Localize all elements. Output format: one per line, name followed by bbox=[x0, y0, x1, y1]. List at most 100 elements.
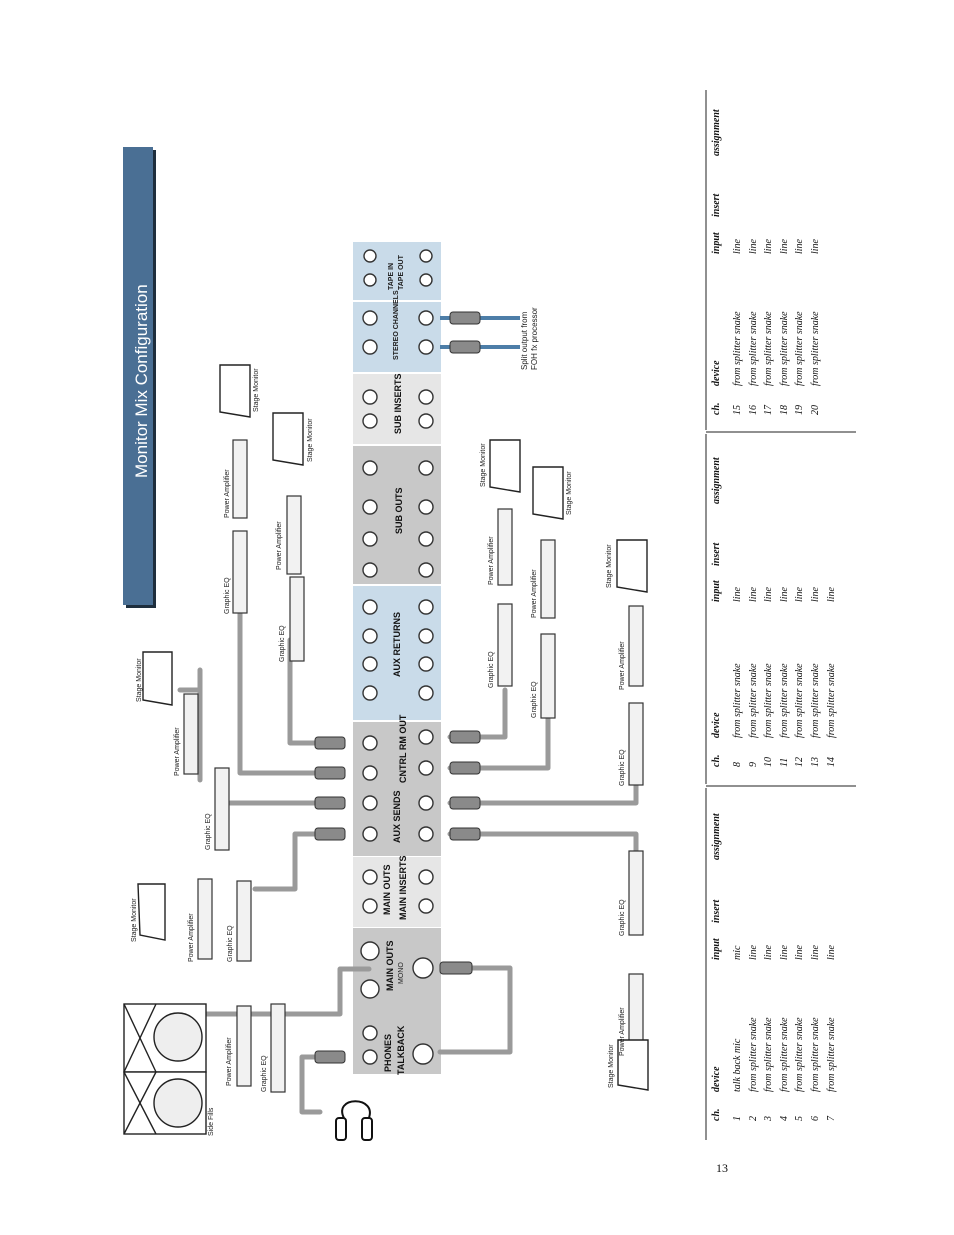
table-cell-device: from splitter snake bbox=[794, 663, 806, 738]
rack-gear bbox=[183, 439, 644, 1093]
jacks bbox=[360, 249, 434, 1065]
table-cell-ch: 8 bbox=[732, 762, 743, 767]
table-cell-ch: 18 bbox=[778, 405, 790, 415]
table-cell-device: from splitter snake bbox=[778, 663, 790, 738]
stage-monitor-label: Stage Monitor bbox=[307, 418, 314, 462]
table-header-device: device bbox=[711, 360, 722, 386]
headphones bbox=[335, 1100, 373, 1141]
stage-monitor-label: Stage Monitor bbox=[136, 658, 143, 702]
table-cell-device: from splitter snake bbox=[747, 663, 759, 738]
graphic-eq-label: Graphic EQ bbox=[261, 1055, 268, 1092]
mono-label: MONO bbox=[398, 962, 405, 984]
power-amp-label: Power Amplifier bbox=[174, 727, 181, 776]
sub-inserts-panel bbox=[353, 374, 441, 444]
power-amp-label: Power Amplifier bbox=[531, 569, 538, 618]
sub-outs-label: SUB OUTS bbox=[394, 487, 404, 534]
power-amp-label: Power Amplifier bbox=[226, 1037, 233, 1086]
table-cell-ch: 16 bbox=[747, 405, 759, 415]
table-cell-input: line bbox=[778, 587, 790, 602]
graphic-eq-label: Graphic EQ bbox=[619, 899, 626, 936]
main-inserts-label: MAIN INSERTS bbox=[398, 855, 408, 920]
table-cell-ch: 19 bbox=[794, 405, 806, 415]
phones-label: PHONES bbox=[383, 1033, 393, 1072]
main-outs-label: MAIN OUTS bbox=[382, 864, 392, 916]
plugs bbox=[314, 311, 481, 1064]
table-cell-ch: 17 bbox=[763, 405, 775, 415]
power-amp-label: Power Amplifier bbox=[224, 469, 231, 518]
stage-monitors bbox=[137, 364, 649, 1091]
stage-monitor-label: Stage Monitor bbox=[566, 471, 573, 515]
table-header-assignment: assignment bbox=[711, 457, 722, 504]
table-cell-ch: 6 bbox=[810, 1116, 821, 1121]
table-cell-device: from splitter snake bbox=[778, 311, 790, 386]
table-header-insert: insert bbox=[711, 542, 722, 566]
table-cell-ch: 3 bbox=[763, 1116, 775, 1121]
table-cell-input: mic bbox=[732, 945, 743, 960]
aux-returns-label: AUX RETURNS bbox=[392, 611, 402, 677]
table-header-input: input bbox=[711, 580, 722, 602]
graphic-eq-label: Graphic EQ bbox=[227, 925, 234, 962]
table-cell-ch: 13 bbox=[810, 757, 821, 767]
main-outs-xlr-label: MAIN OUTS bbox=[385, 940, 395, 992]
stereo-channels-label: STEREO CHANNELS bbox=[393, 290, 400, 360]
stage-monitor-label: Stage Monitor bbox=[606, 544, 613, 588]
table-cell-input: line bbox=[747, 587, 759, 602]
table-cell-input: line bbox=[825, 945, 837, 960]
table-cell-input: line bbox=[794, 945, 806, 960]
table-cell-device: from splitter snake bbox=[794, 1017, 806, 1092]
table-cell-device: from splitter snake bbox=[732, 663, 743, 738]
split-output-label-1: Split output from bbox=[520, 311, 529, 370]
aux-sends-label: AUX SENDS bbox=[392, 790, 402, 843]
table-cell-input: line bbox=[747, 239, 759, 254]
table-cell-input: line bbox=[732, 239, 743, 254]
table-cell-ch: 15 bbox=[732, 405, 743, 415]
table-cell-ch: 14 bbox=[825, 757, 837, 767]
table-header-device: device bbox=[711, 1066, 722, 1092]
table-cell-input: line bbox=[763, 239, 775, 254]
table-header-insert: insert bbox=[711, 193, 722, 217]
table-cell-input: line bbox=[825, 587, 837, 602]
power-amp-label: Power Amplifier bbox=[276, 521, 283, 570]
table-cell-device: from splitter snake bbox=[747, 1017, 759, 1092]
table-cell-input: line bbox=[810, 587, 821, 602]
table-cell-input: line bbox=[747, 945, 759, 960]
power-amp-label: Power Amplifier bbox=[619, 1007, 626, 1056]
table-cell-input: line bbox=[794, 587, 806, 602]
table-cell-input: line bbox=[810, 239, 821, 254]
tape-out-label: TAPE OUT bbox=[398, 255, 405, 290]
table-rules bbox=[705, 90, 856, 1140]
table-cell-ch: 9 bbox=[747, 762, 759, 767]
table-header-ch: ch. bbox=[711, 754, 722, 768]
table-cell-device: from splitter snake bbox=[810, 311, 821, 386]
graphic-eq-label: Graphic EQ bbox=[205, 813, 212, 850]
table-cell-input: line bbox=[778, 239, 790, 254]
graphic-eq-label: Graphic EQ bbox=[279, 625, 286, 662]
table-header-assignment: assignment bbox=[711, 813, 722, 860]
table-cell-device: from splitter snake bbox=[810, 663, 821, 738]
graphic-eq-label: Graphic EQ bbox=[224, 577, 231, 614]
power-amp-label: Power Amplifier bbox=[488, 536, 495, 585]
table-cell-device: from splitter snake bbox=[763, 311, 775, 386]
table-cell-input: line bbox=[778, 945, 790, 960]
graphic-eq-label: Graphic EQ bbox=[531, 681, 538, 718]
table-cell-ch: 7 bbox=[825, 1116, 837, 1121]
split-output-label-2: FOH fx processor bbox=[530, 307, 539, 370]
table-header-input: input bbox=[711, 938, 722, 960]
talkback-label: TALKBACK bbox=[396, 1025, 406, 1075]
table-cell-device: from splitter snake bbox=[794, 311, 806, 386]
table-cell-ch: 4 bbox=[778, 1116, 790, 1121]
table-cell-ch: 12 bbox=[794, 757, 806, 767]
tape-in-label: TAPE IN bbox=[388, 262, 395, 290]
page-title: Monitor Mix Configuration bbox=[132, 284, 151, 478]
main-outs-inserts-panel bbox=[353, 857, 441, 927]
cables bbox=[177, 552, 639, 1115]
table-cell-input: line bbox=[794, 239, 806, 254]
table-cell-device: from splitter snake bbox=[763, 663, 775, 738]
graphic-eq-label: Graphic EQ bbox=[619, 749, 626, 786]
power-amp-label: Power Amplifier bbox=[619, 641, 626, 690]
table-cell-ch: 5 bbox=[794, 1116, 806, 1121]
table-cell-device: from splitter snake bbox=[763, 1017, 775, 1092]
table-cell-ch: 1 bbox=[732, 1116, 743, 1121]
